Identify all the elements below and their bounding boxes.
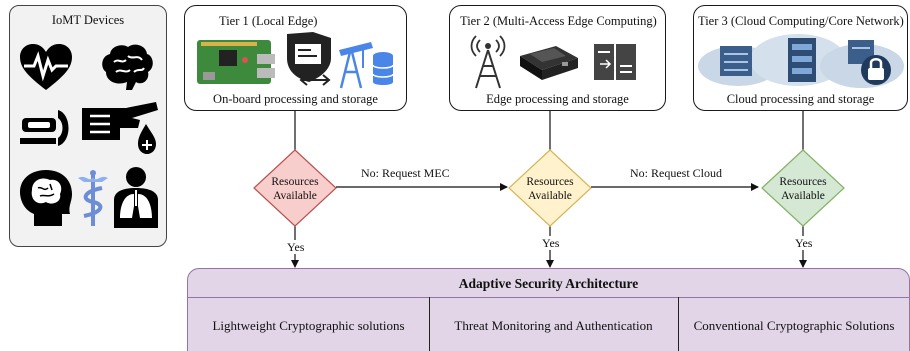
edge-label-request-cloud: No: Request Cloud [630,166,722,180]
cloud-lock-icon [848,40,891,85]
architecture-divider [188,297,909,298]
caduceus-icon [78,170,108,226]
edge-label-request-mec: No: Request MEC [361,166,450,180]
column-divider-1 [429,297,430,351]
iomt-devices-title: IoMT Devices [51,13,125,27]
decision-diamond-tier-3 [761,149,845,227]
solution-lightweight-cryptography: Lightweight Cryptographic solutions [212,318,405,333]
cloud-background [698,34,904,88]
cloud-server-rack-icon [788,38,816,82]
tier-1-title: Tier 1 (Local Edge) [219,14,318,28]
edge-device-board-icon [520,46,578,80]
heart-pulse-icon [20,44,72,90]
secure-document-exchange-icon [287,32,331,86]
cloud-server-icon [720,46,752,76]
lungs-body-icon [114,167,158,228]
iomt-devices-panel: IoMT Devices [9,5,167,247]
decision-label-tier-2: Resources Available [526,176,574,202]
tier-3-box: Tier 3 (Cloud Computing/Core Network) Cl… [693,5,908,111]
decision-label-tier-3: Resources Available [779,176,827,202]
solution-threat-monitoring: Threat Monitoring and Authentication [454,318,653,333]
spine-injury-icon [20,110,69,146]
architecture-title: Adaptive Security Architecture [458,276,639,291]
decision-diamond-tier-1 [253,149,337,227]
radio-tower-icon [470,35,506,89]
server-icon [594,44,636,80]
adaptive-security-architecture: Adaptive Security Architecture Lightweig… [187,268,910,351]
edge-label-yes-tier-1: Yes [287,240,305,254]
tier-3-caption: Cloud processing and storage [726,92,875,106]
tier-1-box: Tier 1 (Local Edge) On-board processing … [184,5,407,111]
edge-label-yes-tier-3: Yes [795,236,813,250]
oil-pump-database-icon [339,42,394,89]
solution-conventional-cryptography: Conventional Cryptographic Solutions [693,318,895,333]
decision-label-tier-1: Resources Available [271,176,319,202]
tier-3-title: Tier 3 (Cloud Computing/Core Network) [698,14,904,28]
hand-glucose-drop-icon [82,102,158,154]
decision-diamond-tier-2 [508,149,592,227]
brain-icon [102,44,153,90]
tier-2-box: Tier 2 (Multi-Access Edge Computing) Edg… [449,5,666,111]
edge-label-yes-tier-2: Yes [542,236,560,250]
head-brain-icon [20,170,72,226]
tier-2-caption: Edge processing and storage [486,92,629,106]
column-divider-2 [678,297,679,351]
tier-1-caption: On-board processing and storage [213,92,378,106]
raspberry-pi-board-icon [197,40,275,84]
tier-2-title: Tier 2 (Multi-Access Edge Computing) [460,14,657,28]
